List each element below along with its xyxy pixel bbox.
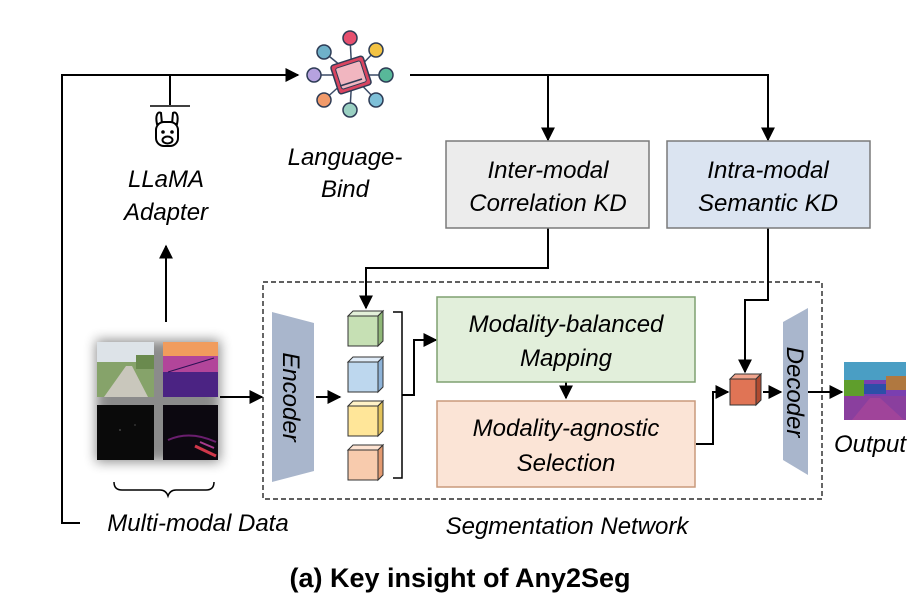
cube-yellow — [346, 399, 385, 438]
segmentation-network-box — [262, 281, 823, 500]
fused-feature-cube — [728, 372, 763, 407]
cube-bracket — [393, 311, 403, 479]
inter-modal-kd-label-2: Correlation KD — [469, 190, 626, 217]
llama-adapter-label-1: LLaMA — [128, 166, 204, 193]
event-image — [97, 405, 154, 460]
languagebind-book-icon — [306, 30, 394, 118]
output-segmentation-image — [844, 362, 906, 420]
output-label: Output — [834, 431, 907, 458]
cube-blue — [346, 355, 385, 394]
modality-balanced-mapping-box — [436, 296, 696, 383]
cube-green — [346, 309, 385, 348]
llama-adapter-label-2: Adapter — [122, 199, 209, 226]
selection-label-2: Selection — [517, 450, 616, 477]
llama-icon — [155, 111, 179, 147]
cube-orange — [346, 443, 385, 482]
arrow-inter-to-cubes — [359, 228, 549, 310]
intra-modal-kd-label-1: Intra-modal — [707, 157, 829, 184]
arrow-intra-to-fused — [738, 228, 769, 374]
languagebind-label-1: Language- — [288, 144, 403, 171]
intra-modal-kd-label-2: Semantic KD — [698, 190, 838, 217]
encoder-block — [272, 312, 314, 482]
multimodal-data-images — [96, 340, 220, 462]
modality-agnostic-selection-box — [436, 400, 696, 488]
arrow-cubes-to-mapping — [402, 333, 438, 396]
intra-modal-kd-box — [666, 140, 871, 229]
mapping-label-1: Modality-balanced — [469, 311, 664, 338]
data-brace — [113, 481, 215, 499]
arrow-languagebind-to-intra — [548, 74, 775, 142]
selection-label-1: Modality-agnostic — [473, 415, 660, 442]
multimodal-data-label: Multi-modal Data — [107, 510, 288, 537]
arrow-selection-to-fused — [696, 385, 730, 445]
arrow-languagebind-to-inter — [410, 74, 555, 142]
arrow-data-to-languagebind — [61, 68, 300, 524]
lidar-image — [163, 405, 218, 460]
inter-modal-kd-label-1: Inter-modal — [488, 157, 610, 184]
connectors — [61, 68, 844, 524]
decoder-label: Decoder — [781, 347, 808, 439]
mapping-label-2: Mapping — [520, 345, 613, 372]
figure-caption: (a) Key insight of Any2Seg — [289, 563, 630, 593]
inter-modal-kd-box — [445, 140, 650, 229]
rgb-image — [97, 342, 154, 397]
encoder-label: Encoder — [277, 352, 304, 442]
decoder-block — [783, 308, 808, 475]
modality-cubes — [346, 309, 385, 482]
segmentation-network-label: Segmentation Network — [446, 513, 691, 540]
languagebind-label-2: Bind — [321, 176, 370, 203]
depth-image — [163, 342, 218, 397]
